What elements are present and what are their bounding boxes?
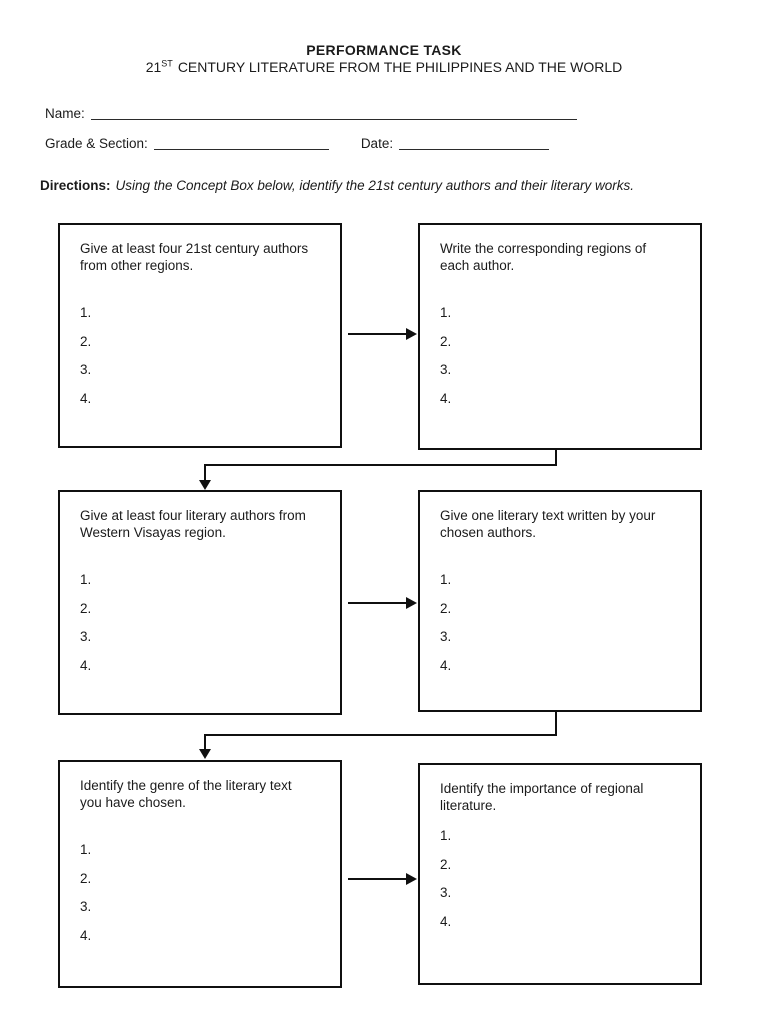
subtitle-text: CENTURY LITERATURE FROM THE PHILIPPINES … (177, 59, 623, 75)
subtitle-ordinal: ST (161, 58, 173, 69)
list-item: 3. (440, 362, 452, 377)
box-item-list: 1. 2. 3. 4. (60, 811, 340, 944)
page-subtitle: 21ST CENTURY LITERATURE FROM THE PHILIPPI… (0, 59, 768, 75)
box-prompt: Give one literary text written by your c… (440, 508, 656, 540)
elbow-connector-1-segment (555, 450, 557, 466)
arrow-right-icon (348, 597, 417, 609)
list-item: 1. (440, 828, 452, 843)
arrow-right-icon (348, 873, 417, 885)
box-prompt: Identify the importance of regional lite… (440, 781, 644, 813)
concept-box-6: Identify the importance of regional lite… (418, 763, 702, 985)
list-item: 1. (80, 305, 92, 320)
grade-date-row: Grade & Section: Date: (45, 134, 550, 151)
list-item: 3. (440, 629, 452, 644)
concept-box-2: Write the corresponding regions of each … (418, 223, 702, 450)
list-item: 2. (80, 333, 92, 349)
date-label: Date: (360, 136, 394, 151)
list-item: 2. (440, 600, 452, 616)
box-item-list: 1. 2. 3. 4. (420, 814, 700, 930)
elbow-connector-2-segment (204, 734, 557, 736)
list-item: 1. (440, 305, 452, 320)
box-prompt: Give at least four literary authors from… (80, 508, 306, 540)
directions-label: Directions: (40, 178, 111, 193)
list-item: 3. (80, 629, 92, 644)
date-blank-line (399, 136, 550, 150)
list-item: 3. (80, 899, 92, 914)
subtitle-number: 21 (145, 59, 162, 75)
box-prompt: Give at least four 21st century authors … (80, 241, 309, 273)
grade-section-blank-line (153, 136, 329, 150)
elbow-connector-2-segment (555, 712, 557, 736)
list-item: 3. (440, 885, 452, 900)
list-item: 4. (440, 657, 452, 673)
arrow-down-icon (199, 749, 211, 759)
name-blank-line (90, 106, 577, 120)
list-item: 1. (440, 572, 452, 587)
box-prompt: Identify the genre of the literary text … (80, 778, 292, 810)
directions-text: Using the Concept Box below, identify th… (115, 178, 635, 193)
list-item: 2. (80, 870, 92, 886)
concept-box-5: Identify the genre of the literary text … (58, 760, 342, 988)
list-item: 1. (80, 572, 92, 587)
elbow-connector-1-segment (204, 464, 206, 481)
name-label: Name: (45, 106, 85, 121)
name-row: Name: (45, 104, 577, 121)
box-item-list: 1. 2. 3. 4. (420, 274, 700, 407)
list-item: 3. (80, 362, 92, 377)
concept-box-4: Give one literary text written by your c… (418, 490, 702, 712)
grade-section-label: Grade & Section: (45, 136, 148, 151)
directions-line: Directions: Using the Concept Box below, … (40, 178, 634, 193)
box-item-list: 1. 2. 3. 4. (60, 541, 340, 674)
concept-box-3: Give at least four literary authors from… (58, 490, 342, 715)
list-item: 2. (440, 333, 452, 349)
list-item: 4. (80, 657, 92, 673)
list-item: 2. (440, 856, 452, 872)
list-item: 4. (440, 913, 452, 929)
box-item-list: 1. 2. 3. 4. (420, 541, 700, 674)
elbow-connector-1-segment (204, 464, 557, 466)
list-item: 4. (80, 927, 92, 943)
arrow-right-icon (348, 328, 417, 340)
list-item: 4. (440, 390, 452, 406)
box-prompt: Write the corresponding regions of each … (440, 241, 647, 273)
page-title: PERFORMANCE TASK (306, 42, 462, 58)
concept-box-1: Give at least four 21st century authors … (58, 223, 342, 448)
elbow-connector-2-segment (204, 734, 206, 750)
box-item-list: 1. 2. 3. 4. (60, 274, 340, 407)
arrow-down-icon (199, 480, 211, 490)
list-item: 1. (80, 842, 92, 857)
list-item: 2. (80, 600, 92, 616)
list-item: 4. (80, 390, 92, 406)
